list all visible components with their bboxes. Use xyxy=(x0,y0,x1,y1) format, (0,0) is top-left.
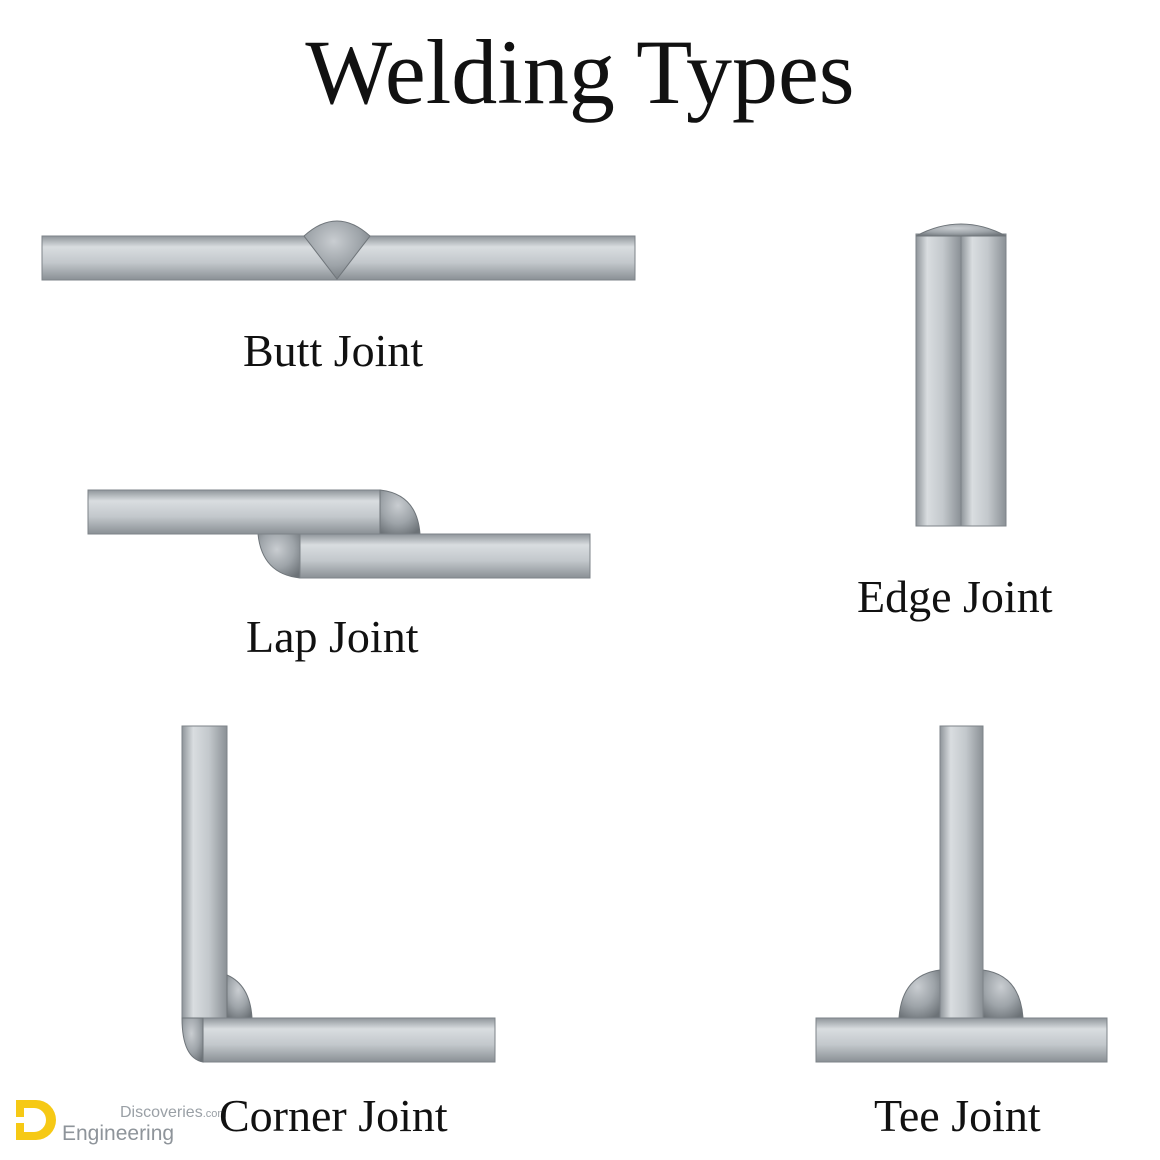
butt-joint-label: Butt Joint xyxy=(243,325,424,376)
corner-plate-horizontal xyxy=(202,1017,496,1063)
logo-text-discoveries: Discoveries.com xyxy=(120,1104,227,1121)
tee-plate-vertical xyxy=(939,725,984,1019)
butt-joint-figure xyxy=(41,220,636,281)
lap-plate-top xyxy=(87,489,381,535)
page-title: Welding Types xyxy=(305,21,855,123)
edge-joint-label: Edge Joint xyxy=(857,571,1053,622)
lap-joint-figure xyxy=(87,489,591,579)
edge-plate-right xyxy=(960,233,1007,527)
butt-weld-bead xyxy=(303,220,371,280)
edge-weld-bead xyxy=(915,223,1007,237)
corner-joint-figure xyxy=(181,725,496,1063)
edge-joint-figure xyxy=(915,223,1007,527)
tee-joint-label: Tee Joint xyxy=(874,1090,1041,1141)
tee-weld-bead-left xyxy=(898,969,941,1019)
tee-weld-bead-right xyxy=(982,969,1024,1019)
lap-weld-bead-upper xyxy=(379,489,421,535)
corner-joint-label: Corner Joint xyxy=(219,1090,448,1141)
tee-plate-horizontal xyxy=(815,1017,1108,1063)
edge-plate-left xyxy=(915,233,962,527)
logo-text-engineering: Engineering xyxy=(62,1122,174,1145)
corner-plate-vertical xyxy=(181,725,228,1019)
tee-joint-figure xyxy=(815,725,1108,1063)
corner-weld-bead-inner xyxy=(226,974,253,1019)
lap-joint-label: Lap Joint xyxy=(246,611,419,662)
engineering-discoveries-logo: Discoveries.com Engineering xyxy=(16,1100,227,1145)
corner-weld-bead-outer xyxy=(181,1017,204,1063)
lap-weld-bead-lower xyxy=(257,533,301,579)
lap-plate-bottom xyxy=(299,533,591,579)
